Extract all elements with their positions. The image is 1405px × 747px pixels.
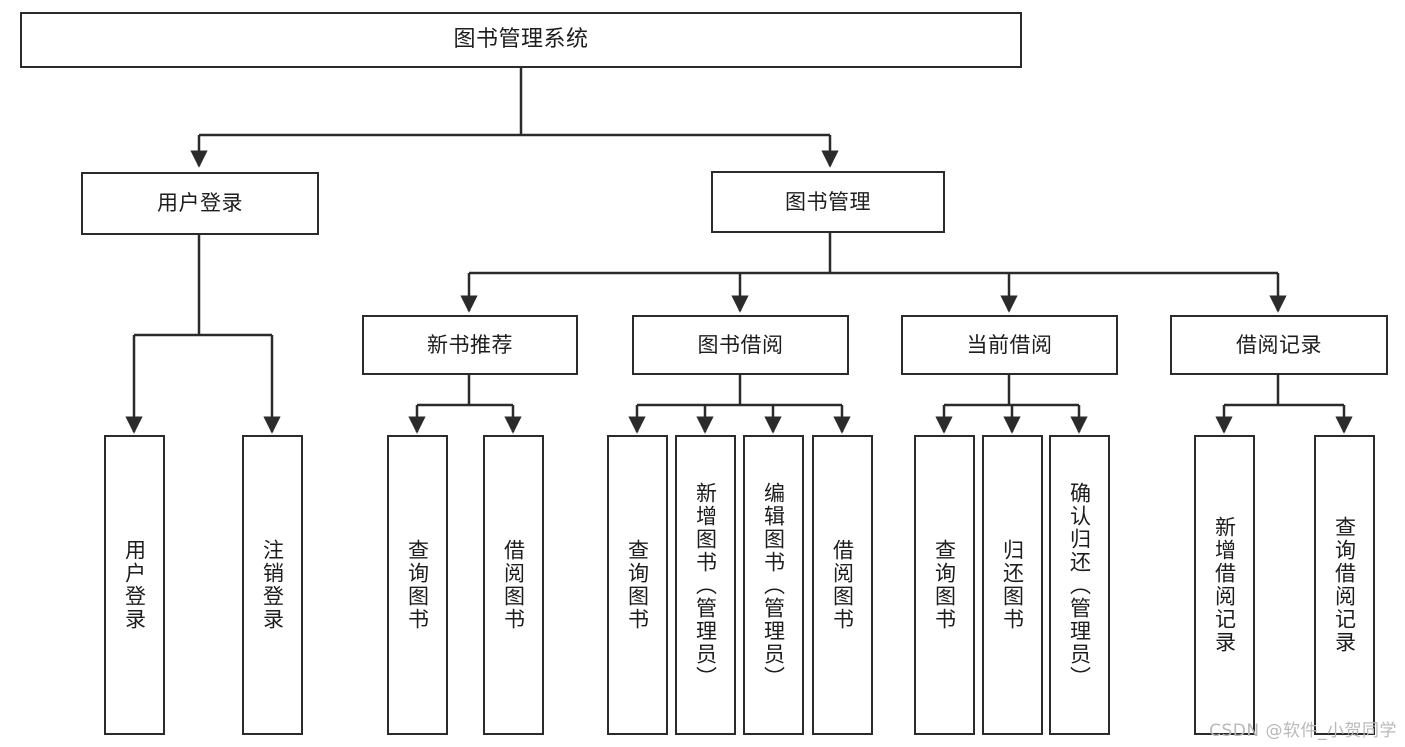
node-leaf-confirm-return-admin[interactable]: 确认归还（管理员） [1049, 435, 1110, 735]
node-label: 新书推荐 [427, 332, 513, 357]
node-leaf-query-book-recommend[interactable]: 查询图书 [387, 435, 448, 735]
node-leaf-add-book-admin[interactable]: 新增图书（管理员） [675, 435, 736, 735]
node-user-login[interactable]: 用户登录 [81, 172, 319, 235]
node-label: 查询图书 [405, 539, 430, 631]
node-label: 借阅图书 [501, 539, 526, 631]
node-leaf-query-book[interactable]: 查询图书 [607, 435, 668, 735]
watermark: CSDN @软件_小贺同学 [1209, 721, 1397, 741]
node-current-borrow[interactable]: 当前借阅 [901, 315, 1118, 375]
node-label: 确认归还（管理员） [1067, 481, 1092, 689]
node-leaf-add-borrow-record[interactable]: 新增借阅记录 [1194, 435, 1255, 735]
node-label: 新增借阅记录 [1212, 516, 1237, 654]
node-label: 借阅记录 [1236, 332, 1322, 357]
node-label: 查询借阅记录 [1332, 516, 1357, 654]
node-book-management[interactable]: 图书管理 [711, 171, 945, 233]
node-borrow-record[interactable]: 借阅记录 [1170, 315, 1388, 375]
node-leaf-return-book[interactable]: 归还图书 [982, 435, 1043, 735]
node-root-book-management-system[interactable]: 图书管理系统 [20, 12, 1022, 68]
node-label: 借阅图书 [830, 539, 855, 631]
node-label: 图书管理 [785, 189, 871, 214]
node-leaf-query-book-current[interactable]: 查询图书 [914, 435, 975, 735]
node-label: 查询图书 [625, 539, 650, 631]
node-leaf-query-borrow-record[interactable]: 查询借阅记录 [1314, 435, 1375, 735]
node-label: 归还图书 [1000, 539, 1025, 631]
node-leaf-logout[interactable]: 注销登录 [242, 435, 303, 735]
node-label: 用户登录 [122, 539, 147, 631]
node-leaf-user-login[interactable]: 用户登录 [104, 435, 165, 735]
node-book-borrow[interactable]: 图书借阅 [632, 315, 849, 375]
node-leaf-borrow-book-recommend[interactable]: 借阅图书 [483, 435, 544, 735]
node-label: 当前借阅 [966, 332, 1053, 357]
node-new-book-recommend[interactable]: 新书推荐 [362, 315, 578, 375]
node-label: 新增图书（管理员） [693, 481, 718, 689]
node-label: 图书借阅 [697, 332, 784, 357]
node-label: 注销登录 [260, 539, 285, 631]
node-leaf-edit-book-admin[interactable]: 编辑图书（管理员） [743, 435, 804, 735]
node-leaf-borrow-book[interactable]: 借阅图书 [812, 435, 873, 735]
node-label: 查询图书 [932, 539, 957, 631]
node-label: 编辑图书（管理员） [761, 481, 786, 689]
node-label: 图书管理系统 [453, 27, 589, 53]
node-label: 用户登录 [157, 191, 243, 216]
